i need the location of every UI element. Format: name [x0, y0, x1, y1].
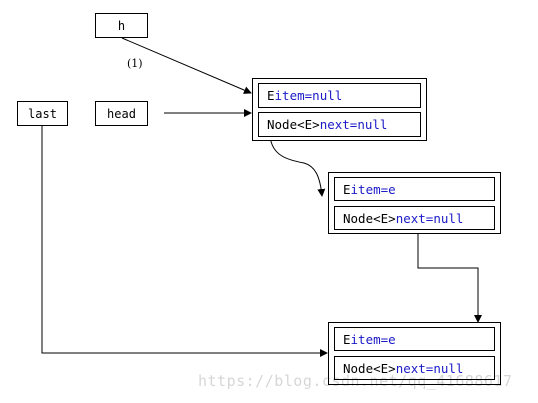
next-name: next — [319, 117, 350, 132]
h-pointer-arrow — [121, 37, 252, 94]
node-3: E item = e Node<E> next = null — [328, 322, 501, 385]
node2-next-arrow — [417, 221, 482, 323]
next-eq: = — [349, 117, 358, 132]
item-eq: = — [380, 181, 389, 197]
last-label: last — [17, 101, 68, 126]
item-name: item — [274, 88, 305, 103]
next-value: null — [433, 210, 464, 226]
item-value: e — [388, 181, 396, 197]
node-1: E item = null Node<E> next = null — [252, 78, 427, 141]
node-3-next-field: Node<E> next = null — [334, 356, 495, 380]
next-value: null — [433, 360, 464, 376]
item-name: item — [350, 331, 381, 347]
next-eq: = — [425, 360, 434, 376]
item-value: e — [388, 331, 396, 347]
head-label: head — [95, 101, 148, 126]
item-value: null — [312, 88, 343, 103]
node-2: E item = e Node<E> next = null — [328, 172, 501, 234]
next-name: next — [395, 210, 426, 226]
next-name: next — [395, 360, 426, 376]
node1-next-arrow — [269, 135, 326, 197]
node-3-item-field: E item = e — [334, 327, 495, 351]
next-type: Node<E> — [267, 117, 320, 132]
item-name: item — [350, 181, 381, 197]
node-1-next-field: Node<E> next = null — [258, 112, 421, 137]
last-pointer-arrow — [41, 126, 328, 357]
item-eq: = — [304, 88, 313, 103]
item-type: E — [343, 331, 351, 347]
next-type: Node<E> — [343, 210, 396, 226]
item-type: E — [343, 181, 351, 197]
node-2-item-field: E item = e — [334, 177, 495, 201]
item-eq: = — [380, 331, 389, 347]
item-type: E — [267, 88, 275, 103]
watermark-text: https://blog.csdn.net/qq_41688617 — [198, 372, 513, 390]
next-eq: = — [425, 210, 434, 226]
next-type: Node<E> — [343, 360, 396, 376]
step-number: (1) — [127, 57, 143, 70]
next-value: null — [357, 117, 388, 132]
node-1-item-field: E item = null — [258, 83, 421, 108]
h-label: h — [95, 13, 148, 38]
node-2-next-field: Node<E> next = null — [334, 206, 495, 230]
